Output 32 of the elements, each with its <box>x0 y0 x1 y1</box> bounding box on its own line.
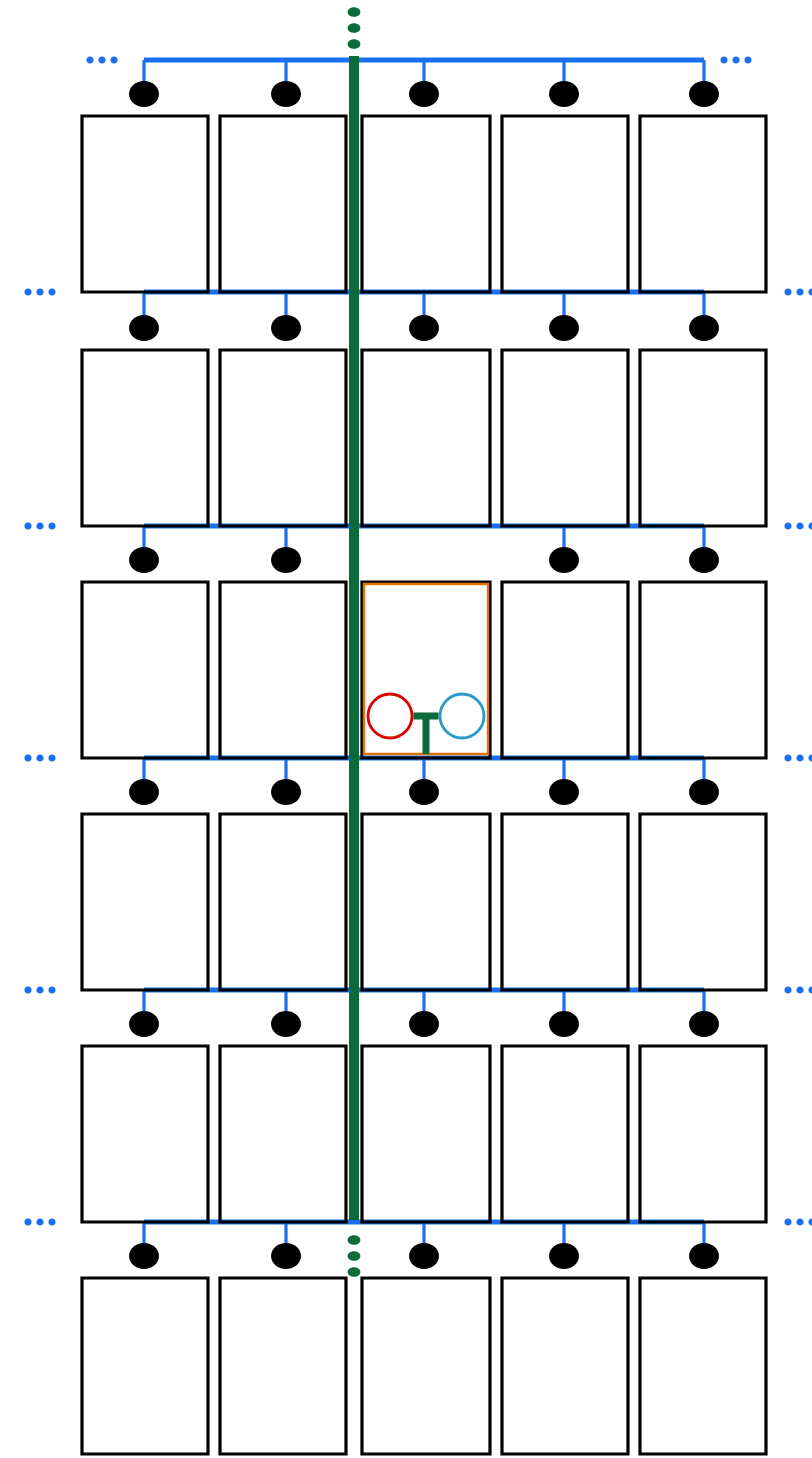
panel-box <box>360 348 492 528</box>
panel-box <box>80 1044 210 1224</box>
panel-box <box>218 580 348 760</box>
panel-box <box>500 114 630 294</box>
panel-box <box>638 1044 768 1224</box>
panel-box <box>638 580 768 760</box>
panel-box <box>80 812 210 992</box>
panel-box <box>80 580 210 760</box>
panel-box <box>500 348 630 528</box>
panel-box <box>638 114 768 294</box>
panel-box <box>500 580 630 760</box>
panel-box <box>360 1276 492 1456</box>
panel-box <box>218 1044 348 1224</box>
panel-box <box>80 114 210 294</box>
panel-box <box>360 1044 492 1224</box>
panel-box <box>218 114 348 294</box>
panel-box <box>218 1276 348 1456</box>
circle-symbol <box>366 692 414 740</box>
panel-box <box>80 348 210 528</box>
panel-box <box>500 1044 630 1224</box>
panel-box <box>218 348 348 528</box>
coupling-line <box>413 712 439 720</box>
panel-box <box>80 1276 210 1456</box>
circle-symbol <box>438 692 486 740</box>
panel-box <box>638 348 768 528</box>
panel-box <box>500 812 630 992</box>
panel-box <box>638 812 768 992</box>
panel-box <box>500 1276 630 1456</box>
panel-box <box>638 1276 768 1456</box>
panel-box <box>360 114 492 294</box>
panel-box <box>360 812 492 992</box>
panel-box <box>218 812 348 992</box>
